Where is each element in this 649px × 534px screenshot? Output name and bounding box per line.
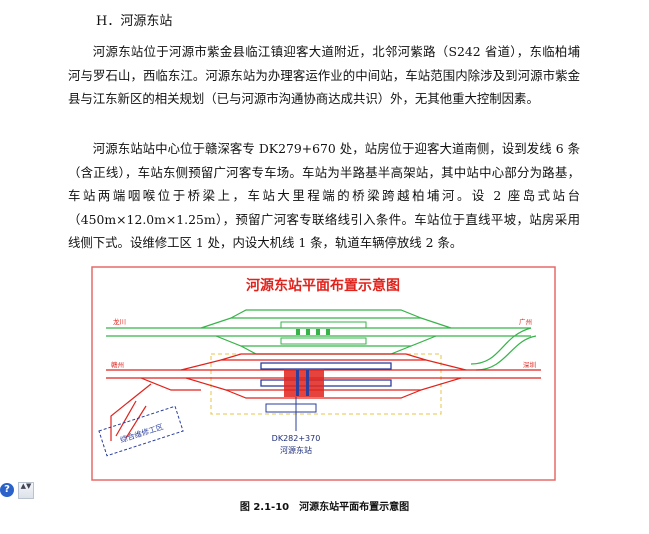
station-chainage: DK282+370 (272, 434, 321, 443)
scroll-arrows-icon[interactable]: ▲▼ (18, 482, 34, 499)
station-layout-diagram: 河源东站平面布置示意图 (91, 266, 556, 481)
help-widget[interactable]: ? ▲▼ (0, 482, 34, 499)
station-building (265, 369, 324, 431)
help-icon[interactable]: ? (0, 483, 14, 497)
island-platforms (260, 362, 392, 387)
paragraph-layout: 河源东站站中心位于赣深客专 DK279+670 处，站房位于迎客大道南侧，设到发… (68, 141, 580, 250)
paragraph-location: 河源东站位于河源市紫金县临江镇迎客大道附近，北邻河紫路（S242 省道），东临柏… (68, 44, 580, 106)
label-longchuan: 龙川 (113, 317, 126, 326)
station-layout-figure: 河源东站平面布置示意图 (91, 266, 556, 481)
green-platforms (280, 321, 367, 345)
end-labels: 龙川 广州 赣州 深圳 (111, 317, 536, 369)
label-guangzhou: 广州 (519, 317, 532, 326)
label-shenzhen: 深圳 (523, 360, 536, 369)
red-tracks (106, 353, 541, 441)
figure-caption: 图 2.1-10 河源东站平面布置示意图 (239, 502, 410, 513)
station-name-label: 河源东站 (280, 445, 312, 455)
section-heading: H．河源东站 (96, 14, 173, 29)
figure-title: 河源东站平面布置示意图 (246, 277, 400, 294)
label-ganzhou: 赣州 (111, 360, 124, 369)
green-platform-marks (296, 329, 330, 335)
